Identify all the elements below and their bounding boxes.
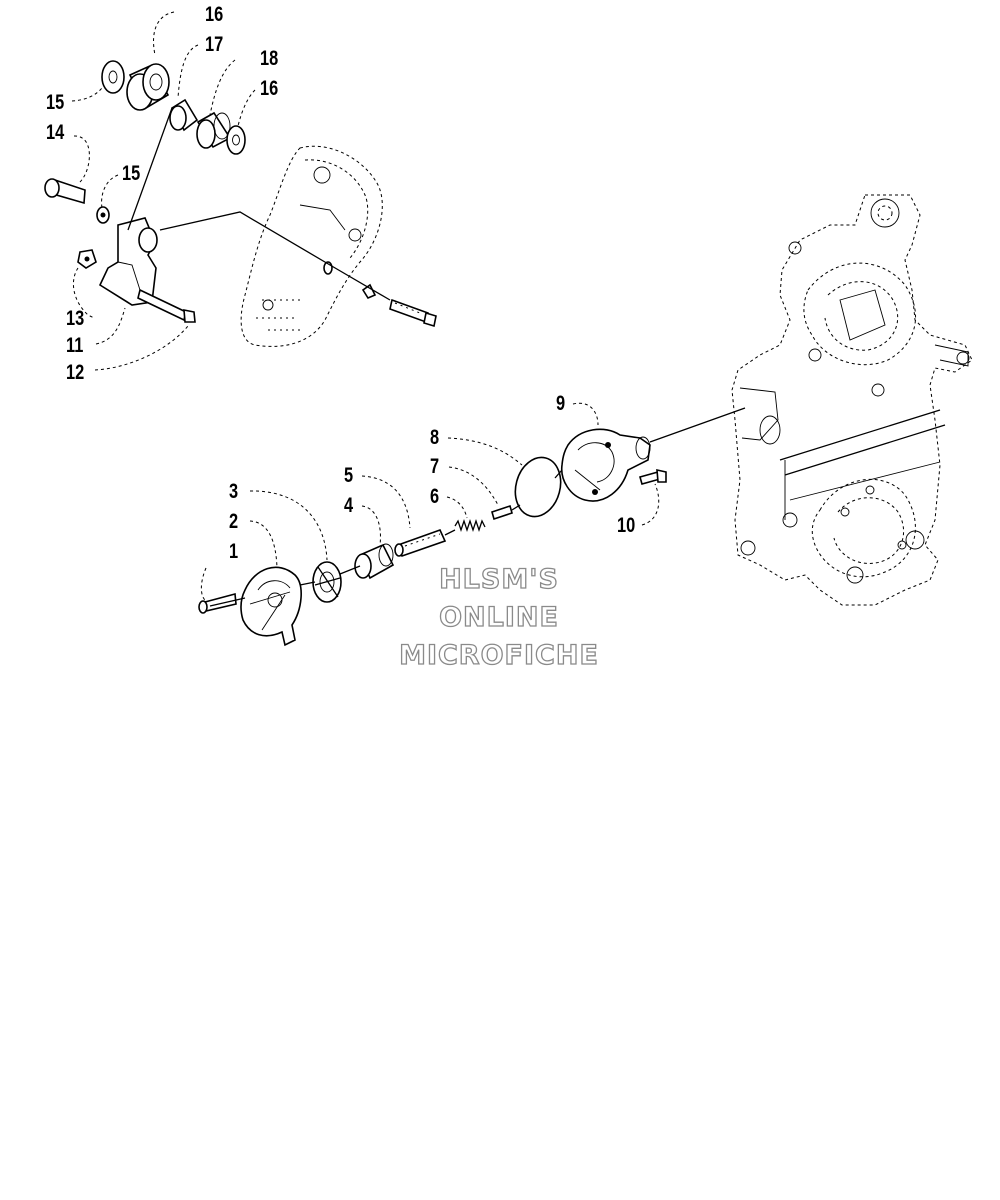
screw-1: [204, 592, 237, 612]
watermark-line-1: HLSM'S: [438, 564, 559, 595]
callout-12: 12: [66, 361, 85, 384]
bracket-assembly: [44, 60, 437, 328]
case-cover-upper: [240, 145, 383, 347]
callout-19: 18: [260, 47, 279, 70]
watermark-line-2: ONLINE: [438, 602, 559, 633]
callout-13: 13: [66, 307, 85, 330]
washer-16-left: [101, 60, 125, 94]
callout-16-left: 15: [46, 91, 65, 114]
callout-16-right: 16: [260, 77, 279, 100]
shaft-5: [396, 528, 447, 558]
callout-6: 6: [430, 485, 440, 508]
pin-7: [491, 504, 513, 521]
callout-1: 1: [229, 540, 239, 563]
callout-4: 4: [344, 494, 354, 517]
callout-5: 5: [344, 464, 354, 487]
callout-7: 7: [430, 455, 440, 478]
leader-lines: [71, 11, 660, 601]
callout-9: 9: [556, 392, 566, 415]
spring-6: [454, 518, 486, 533]
washer-16-right: [226, 125, 246, 155]
callout-2: 2: [229, 510, 239, 533]
watermark-line-3: MICROFICHE: [398, 640, 599, 671]
callout-17: 16: [205, 3, 224, 26]
callout-11: 11: [66, 334, 84, 357]
callout-18: 17: [205, 33, 224, 56]
o-ring-8: [514, 456, 562, 518]
callout-14: 14: [46, 121, 65, 144]
pump-housing-9: [560, 428, 651, 502]
gearbox-housing: [731, 194, 973, 606]
bolt-12: [137, 288, 187, 322]
callout-3: 3: [229, 480, 239, 503]
callout-8: 8: [430, 426, 440, 449]
pump-assembly: [198, 407, 746, 647]
callout-10: 10: [617, 514, 636, 537]
callout-15: 15: [122, 162, 141, 185]
